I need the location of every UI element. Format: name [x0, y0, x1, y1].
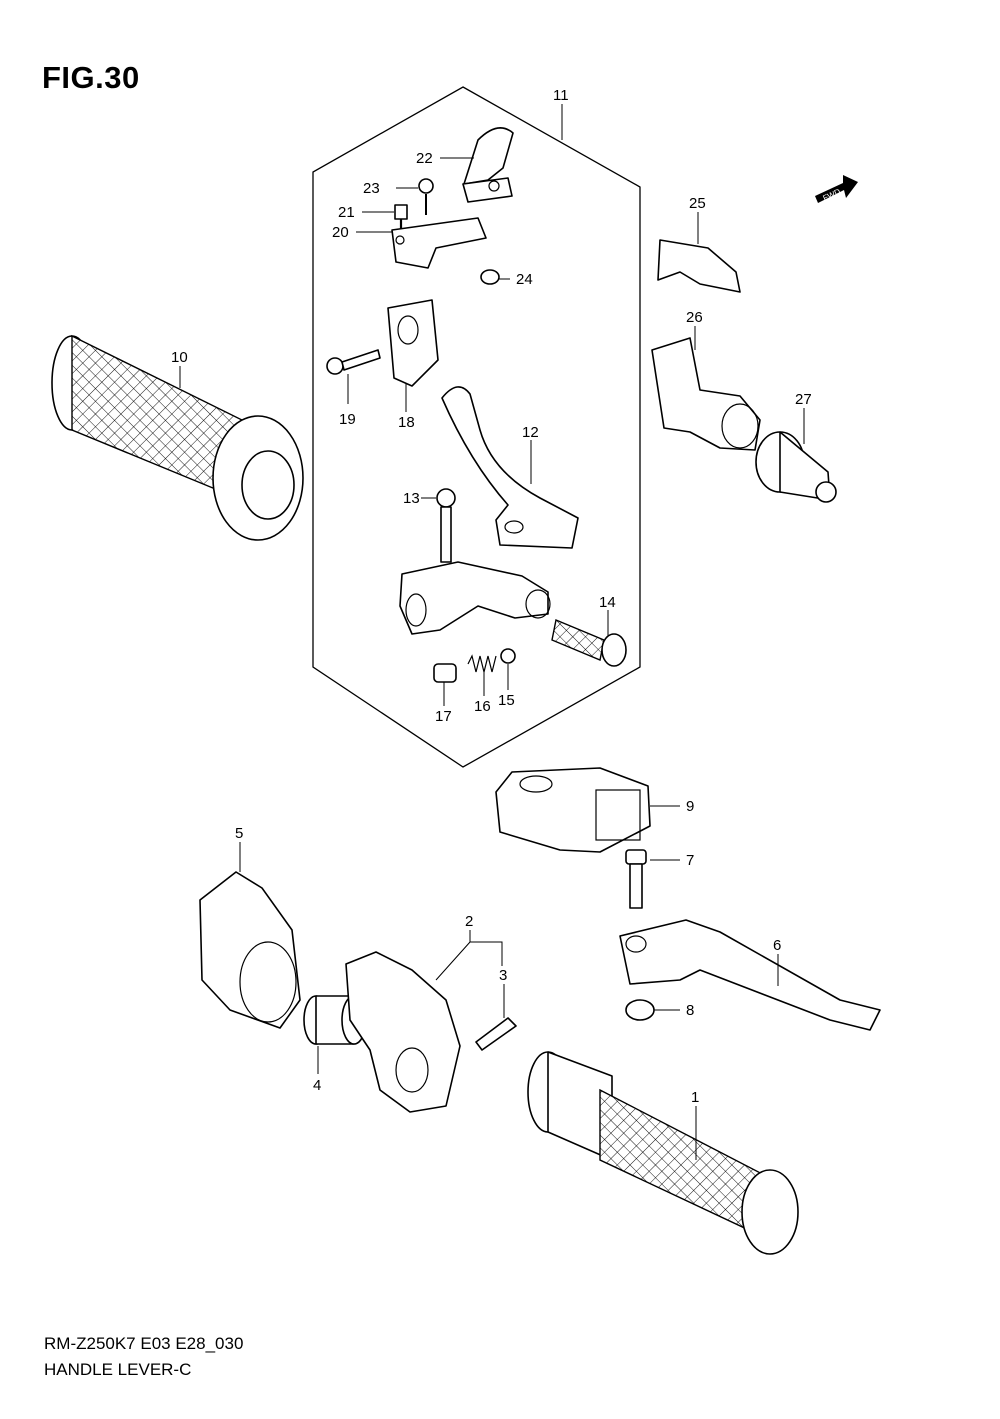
- part-3-screw: [475, 1017, 517, 1051]
- callout-15: 15: [498, 692, 515, 709]
- part-25-cover: [657, 239, 741, 293]
- callout-7: 7: [686, 852, 694, 869]
- callout-8: 8: [686, 1002, 694, 1019]
- part-2-housing: [345, 951, 461, 1113]
- callout-27: 27: [795, 391, 812, 408]
- part-23-screw: [418, 178, 434, 215]
- model-code: RM-Z250K7 E03 E28_030: [44, 1334, 244, 1353]
- callout-22: 22: [416, 150, 433, 167]
- part-7-bolt: [625, 849, 647, 909]
- callout-12: 12: [522, 424, 539, 441]
- part-26-boot: [651, 337, 761, 451]
- leader-lines: [179, 104, 805, 1160]
- callout-16: 16: [474, 698, 491, 715]
- callout-6: 6: [773, 937, 781, 954]
- callout-10: 10: [171, 349, 188, 366]
- diagram-name: HANDLE LEVER-C: [44, 1360, 192, 1379]
- callout-5: 5: [235, 825, 243, 842]
- part-9-boot: [495, 767, 651, 853]
- callout-14: 14: [599, 594, 616, 611]
- part-5-cover: [199, 871, 301, 1029]
- part-27-adjuster: [755, 431, 837, 503]
- callout-25: 25: [689, 195, 706, 212]
- part-1-throttle-grip: [527, 1051, 799, 1255]
- callout-3: 3: [499, 967, 507, 984]
- part-12-lever: [441, 386, 579, 549]
- callout-18: 18: [398, 414, 415, 431]
- part-20-bracket: [391, 217, 487, 269]
- fwd-arrow-icon: FWD: [815, 175, 858, 203]
- part-19-bolt: [326, 349, 381, 375]
- callout-17: 17: [435, 708, 452, 725]
- svg-text:FWD: FWD: [821, 187, 842, 203]
- part-13-bolt: [436, 488, 456, 563]
- part-16-spring: [467, 654, 497, 673]
- callout-26: 26: [686, 309, 703, 326]
- callout-11: 11: [553, 87, 569, 104]
- part-8-nut: [625, 999, 655, 1021]
- callout-24: 24: [516, 271, 533, 288]
- part-14-adjuster: [551, 619, 627, 667]
- part-18-holder: [387, 299, 439, 387]
- callout-21: 21: [338, 204, 355, 221]
- part-15-ball: [500, 648, 516, 664]
- lever-holder-body: [399, 561, 551, 635]
- callout-13: 13: [403, 490, 420, 507]
- assembly-boundary: [312, 86, 641, 768]
- callout-2: 2: [465, 913, 473, 930]
- callout-labels: 11 22 23 21 20 24 10 19 18 12 13 14 15 1…: [171, 87, 812, 1106]
- callout-9: 9: [686, 798, 694, 815]
- part-24-nut: [480, 269, 500, 285]
- callout-20: 20: [332, 224, 349, 241]
- callout-23: 23: [363, 180, 380, 197]
- part-17-pin: [433, 663, 457, 683]
- callout-19: 19: [339, 411, 356, 428]
- figure-title: FIG.30: [42, 60, 140, 95]
- part-10-left-grip: [51, 334, 304, 541]
- callout-4: 4: [313, 1077, 321, 1094]
- part-22-clamp-lever: [462, 127, 514, 203]
- callout-1: 1: [691, 1089, 699, 1106]
- part-6-lever: [619, 919, 881, 1031]
